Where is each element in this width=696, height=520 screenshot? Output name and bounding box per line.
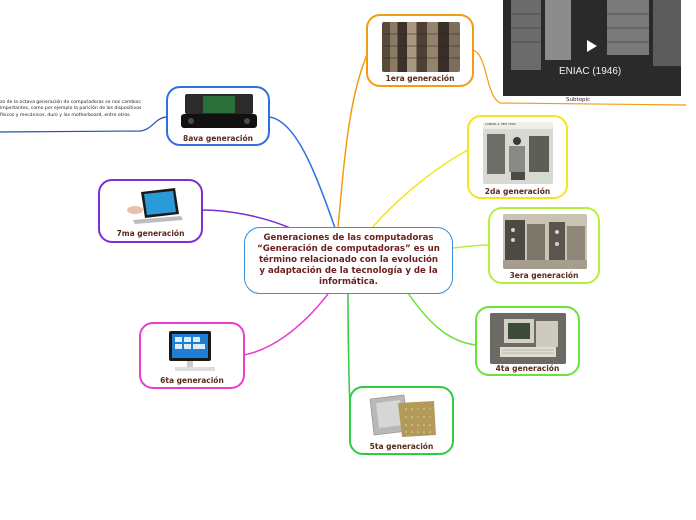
central-topic[interactable]: Generaciones de las computadoras “Genera…	[244, 227, 453, 294]
video-frame	[503, 0, 681, 96]
g7-image	[123, 186, 183, 226]
video-title: ENIAC (1946)	[559, 66, 622, 77]
g6-image	[163, 329, 225, 375]
g4-label: 4ta generación	[495, 364, 560, 373]
node-g5[interactable]: 5ta generación	[349, 386, 454, 455]
g4-image	[490, 313, 566, 364]
g2-label: 2da generación	[484, 187, 551, 196]
g2-image-caption: LAMINA 1: IBM 7090	[485, 122, 516, 126]
g7-label: 7ma generación	[116, 229, 185, 238]
g1-label: 1era generación	[385, 74, 455, 83]
g3-image	[503, 214, 587, 269]
connector-g2	[371, 149, 469, 229]
node-g2[interactable]: LAMINA 1: IBM 7090 2da generación	[467, 115, 568, 199]
node-g8[interactable]: 8ava generación	[166, 86, 270, 146]
connector-g4	[407, 292, 477, 346]
connector-video	[472, 49, 687, 106]
node-g1[interactable]: 1era generación	[366, 14, 474, 87]
g2-image: LAMINA 1: IBM 7090	[483, 122, 553, 184]
connector-g8-note	[0, 116, 167, 133]
node-g6[interactable]: 6ta generación	[139, 322, 245, 389]
connector-g7	[201, 209, 291, 229]
g5-label: 5ta generación	[369, 442, 434, 451]
node-g3[interactable]: 3era generación	[488, 207, 600, 284]
g3-label: 3era generación	[509, 271, 579, 280]
connector-g6	[243, 293, 329, 356]
subtopic-label[interactable]: Subtopic	[566, 97, 591, 103]
connector-g8	[268, 116, 336, 229]
node-g7[interactable]: 7ma generación	[98, 179, 203, 243]
g8-image	[181, 94, 257, 132]
g8-note-text: zo de la octava generación de computador…	[0, 100, 142, 118]
g5-image	[364, 393, 440, 439]
play-icon[interactable]	[587, 40, 597, 52]
connector-g3	[452, 244, 490, 249]
g6-label: 6ta generación	[160, 376, 224, 385]
eniac-video[interactable]: ENIAC (1946)	[503, 0, 681, 96]
g8-label: 8ava generación	[183, 134, 253, 143]
connector-g1	[337, 47, 371, 229]
g1-image	[382, 22, 460, 72]
node-g4[interactable]: 4ta generación	[475, 306, 580, 376]
